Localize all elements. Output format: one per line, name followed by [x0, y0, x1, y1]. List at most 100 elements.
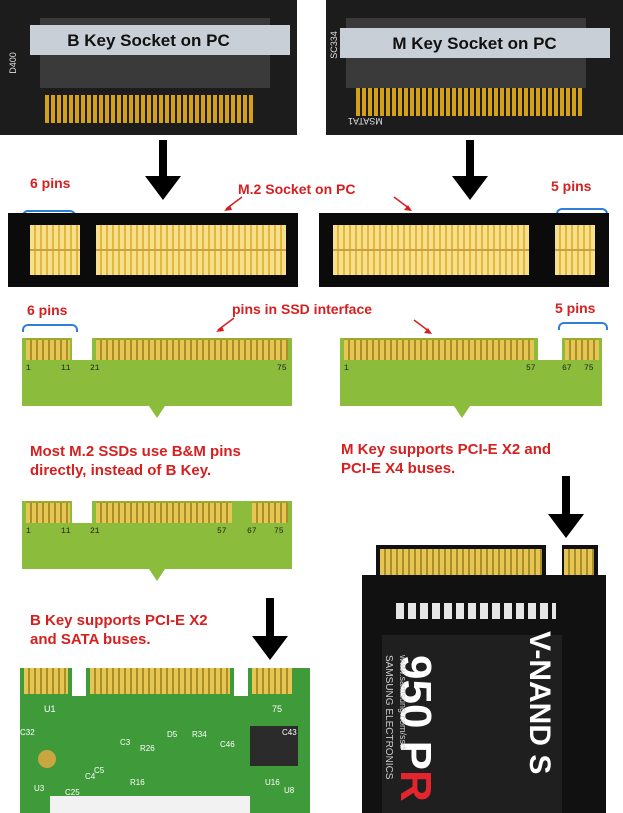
socket-pin-block-small: [555, 225, 595, 275]
m-note-line1: M Key supports PCI-E X2 and: [341, 441, 552, 458]
pin-number: 21: [90, 527, 100, 536]
url-text: www.samsung.com/ssd: [398, 655, 408, 750]
pcb-label: C32: [20, 728, 35, 737]
pcb-label: C43: [282, 728, 297, 737]
gold-fingers: [380, 549, 542, 575]
right-socket-brace: [556, 208, 608, 216]
pointer-arrow-icon: [224, 196, 243, 211]
pcb-label: U8: [284, 786, 295, 795]
m-key-ssd-diagram: 1 57 67 75: [340, 338, 602, 428]
gold-fingers: [252, 668, 292, 694]
card-notch: [149, 569, 165, 581]
socket-right-pins-label: 5 pins: [551, 178, 592, 194]
m-key-ssd-photo: V-NAND S 950 PR www.samsung.com/ssd SAMS…: [356, 545, 612, 813]
pcb-label: 75: [272, 704, 283, 714]
controller-chip: [250, 726, 298, 766]
pin-number: 75: [584, 364, 594, 373]
brand-text: V-NAND S: [486, 631, 556, 809]
pcb-label: U3: [34, 784, 45, 793]
socket-center-label: M.2 Socket on PC: [238, 181, 356, 197]
bm-key-ssd-diagram: 1 11 21 57 67 75: [22, 501, 292, 591]
pcb-label: U1: [44, 704, 56, 714]
gold-fingers: [96, 338, 288, 360]
ssd-left-pins-label: 6 pins: [27, 302, 68, 318]
down-arrow-icon: [548, 476, 584, 538]
m-key-socket-photo: M Key Socket on PC SC334 MSATA1: [326, 0, 623, 135]
socket-left-pins-label: 6 pins: [30, 175, 71, 191]
pointer-arrow-icon: [216, 317, 235, 332]
pcb: [340, 360, 602, 406]
pcb-label: R34: [192, 730, 207, 739]
product-label: V-NAND S 950 PR www.samsung.com/ssd SAMS…: [382, 631, 562, 813]
left-ssd-brace: [22, 324, 78, 332]
chip-row: [396, 603, 556, 619]
gold-fingers: [252, 501, 288, 523]
pointer-arrow-icon: [413, 319, 432, 334]
bm-note-line2: directly, instead of B Key.: [30, 462, 212, 479]
socket-pin-block-small: [30, 225, 80, 275]
pin-number: 21: [90, 364, 100, 373]
b-key-socket-title: B Key Socket on PC: [67, 31, 230, 50]
card-notch: [149, 406, 165, 418]
b-key-socket-photo: B Key Socket on PC D400: [0, 0, 297, 135]
b-key-ssd-photo: U1 C32 C4 C5 R16 R26 D5 R34 C3 C46 C43 C…: [20, 668, 310, 813]
label-sticker: [50, 796, 250, 813]
pcb-label: U16: [265, 778, 280, 787]
pcb: [22, 360, 292, 406]
pcb-label: C25: [65, 788, 80, 797]
pin-number: 75: [277, 364, 287, 373]
gold-fingers: [565, 338, 599, 360]
gold-fingers: [96, 501, 232, 523]
pin-number: 75: [274, 527, 284, 536]
b-note-line2: and SATA buses.: [30, 631, 151, 648]
m-key-socket-diagram: [319, 213, 609, 287]
down-arrow-icon: [145, 140, 181, 200]
pointer-arrow-icon: [393, 196, 412, 211]
pcb: [22, 523, 292, 569]
pin-number: 1: [26, 527, 31, 536]
pin-number: 67: [247, 527, 257, 536]
socket-pin-block-large: [333, 225, 529, 275]
socket-pin-block-large: [96, 225, 286, 275]
pin-number: 11: [61, 527, 71, 536]
socket-pins-row: [356, 88, 582, 116]
down-arrow-icon: [252, 598, 288, 660]
model-line-b: R: [391, 769, 440, 802]
brand-line1: V-NAND S: [523, 631, 556, 775]
pin-number: 57: [217, 527, 227, 536]
b-key-socket-diagram: [8, 213, 298, 287]
pin-number: 67: [562, 364, 572, 373]
m-note-line2: PCI-E X4 buses.: [341, 460, 456, 477]
down-arrow-icon: [452, 140, 488, 200]
pin-number: 1: [26, 364, 31, 373]
board-marking-bottom: MSATA1: [348, 116, 383, 126]
maker-text: SAMSUNG ELECTRONICS: [383, 655, 394, 780]
pin-number: 57: [526, 364, 536, 373]
component-pad: [38, 750, 56, 768]
m-key-socket-title: M Key Socket on PC: [392, 34, 557, 53]
card-notch: [454, 406, 470, 418]
b-note-line1: B Key supports PCI-E X2: [30, 612, 208, 629]
pcb-label: R16: [130, 778, 145, 787]
socket-pins-row: [45, 95, 253, 123]
title-strip: [340, 28, 610, 58]
pcb-label: R26: [140, 744, 155, 753]
board-marking-left: SC334: [328, 31, 339, 59]
title-strip: [30, 25, 290, 55]
bm-note-line1: Most M.2 SSDs use B&M pins: [30, 443, 241, 460]
pcb-label: D5: [167, 730, 178, 739]
pcb-label: C5: [94, 766, 105, 775]
gold-fingers: [26, 501, 70, 523]
ssd-center-label: pins in SSD interface: [232, 301, 373, 317]
pcb-label: C4: [85, 772, 96, 781]
gold-fingers: [26, 338, 70, 360]
pin-number: 11: [61, 364, 71, 373]
ssd-right-pins-label: 5 pins: [555, 300, 596, 316]
gold-fingers: [344, 338, 534, 360]
right-ssd-brace: [558, 322, 608, 330]
pcb-label: C3: [120, 738, 131, 747]
pcb-label: C46: [220, 740, 235, 749]
b-key-ssd-diagram: 1 11 21 75: [22, 338, 292, 428]
board-marking-left: D400: [7, 52, 18, 74]
gold-fingers: [90, 668, 230, 694]
